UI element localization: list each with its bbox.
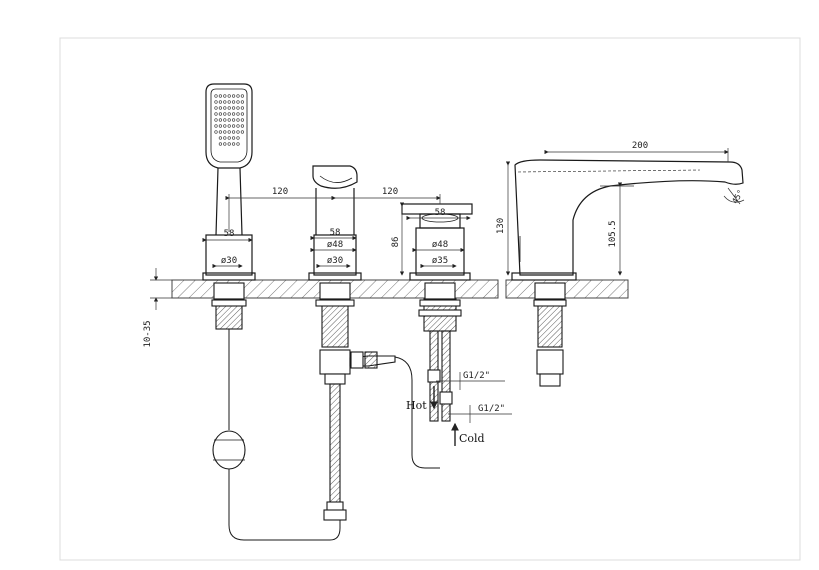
nozzle-dot [240, 118, 244, 122]
nozzle-dot [227, 106, 231, 110]
spout [511, 159, 744, 281]
nozzle-dot [232, 112, 236, 116]
nozzle-dot [227, 118, 231, 122]
dim-mixer-a-dia2: ø30 [327, 256, 343, 266]
nozzle-dot [223, 112, 227, 116]
nozzle-dot [232, 124, 236, 128]
nozzle-dot [236, 130, 240, 134]
handshower [202, 83, 256, 281]
dim-mixer-a-dia1: ø48 [327, 240, 343, 250]
nozzle-dot [218, 106, 222, 110]
nozzle-dot [223, 118, 227, 122]
nozzle-dot [218, 142, 222, 146]
nozzle-dot [218, 136, 222, 140]
nozzle-dot [223, 130, 227, 134]
nozzle-dot [214, 124, 218, 128]
nozzle-dot [223, 124, 227, 128]
nozzle-dot [240, 100, 244, 104]
label-cold: Cold [459, 432, 485, 445]
mixer-a [308, 165, 362, 281]
dim-spacing-right: 120 [382, 187, 398, 197]
dim-mixer-b-width: 58 [435, 208, 446, 218]
nozzle-dot [232, 142, 236, 146]
nozzle-dot [223, 94, 227, 98]
nozzle-dot [218, 124, 222, 128]
dim-height-130: 130 [496, 218, 506, 234]
nozzle-dot [223, 142, 227, 146]
nozzle-dot [236, 106, 240, 110]
handshower-nozzles [214, 94, 244, 146]
nozzle-dot [214, 100, 218, 104]
nozzle-dot [236, 100, 240, 104]
drawing-frame [59, 37, 801, 561]
nozzle-dot [227, 142, 231, 146]
nozzle-dot [232, 136, 236, 140]
nozzle-dot [218, 100, 222, 104]
dim-mixer-b-dia1: ø48 [432, 240, 448, 250]
nozzle-dot [227, 136, 231, 140]
mixer-a-connector [315, 282, 440, 521]
dimension-lines [150, 148, 745, 446]
dim-spout-length: 200 [632, 141, 648, 151]
mixer-b-connector [418, 282, 462, 422]
nozzle-dot [232, 100, 236, 104]
nozzle-dot [240, 94, 244, 98]
nozzle-dot [240, 124, 244, 128]
deck-right [505, 279, 629, 299]
nozzle-dot [218, 130, 222, 134]
nozzle-dot [236, 136, 240, 140]
nozzle-dot [214, 130, 218, 134]
nozzle-dot [236, 94, 240, 98]
dim-mixer-b-dia2: ø35 [432, 256, 448, 266]
dim-height-86: 86 [391, 237, 401, 248]
nozzle-dot [214, 118, 218, 122]
nozzle-dot [227, 100, 231, 104]
nozzle-dot [223, 100, 227, 104]
dim-mixer-a-width: 58 [330, 228, 341, 238]
nozzle-dot [214, 112, 218, 116]
nozzle-dot [240, 130, 244, 134]
nozzle-dot [218, 112, 222, 116]
label-g2: G1/2" [478, 404, 505, 414]
dim-handshower-dia: ø30 [221, 256, 237, 266]
nozzle-dot [232, 118, 236, 122]
nozzle-dot [223, 136, 227, 140]
dim-height-105: 105.5 [608, 220, 618, 247]
nozzle-dot [240, 112, 244, 116]
nozzle-dot [240, 106, 244, 110]
dim-angle: 45° [730, 188, 745, 205]
nozzle-dot [227, 130, 231, 134]
nozzle-dot [232, 130, 236, 134]
nozzle-dot [232, 94, 236, 98]
nozzle-dot [236, 124, 240, 128]
dim-handshower-width: 58 [224, 229, 235, 239]
nozzle-dot [214, 94, 218, 98]
nozzle-dot [236, 112, 240, 116]
label-g1: G1/2" [463, 371, 490, 381]
label-hot: Hot [406, 399, 427, 412]
nozzle-dot [218, 118, 222, 122]
nozzle-dot [227, 112, 231, 116]
nozzle-dot [236, 142, 240, 146]
handshower-connector [211, 282, 341, 541]
nozzle-dot [232, 106, 236, 110]
nozzle-dot [227, 94, 231, 98]
nozzle-dot [223, 106, 227, 110]
nozzle-dot [236, 118, 240, 122]
dim-deck-thickness: 10-35 [143, 320, 153, 347]
dim-spacing-left: 120 [272, 187, 288, 197]
spout-connector [533, 282, 567, 387]
nozzle-dot [227, 124, 231, 128]
nozzle-dot [218, 94, 222, 98]
nozzle-dot [214, 106, 218, 110]
